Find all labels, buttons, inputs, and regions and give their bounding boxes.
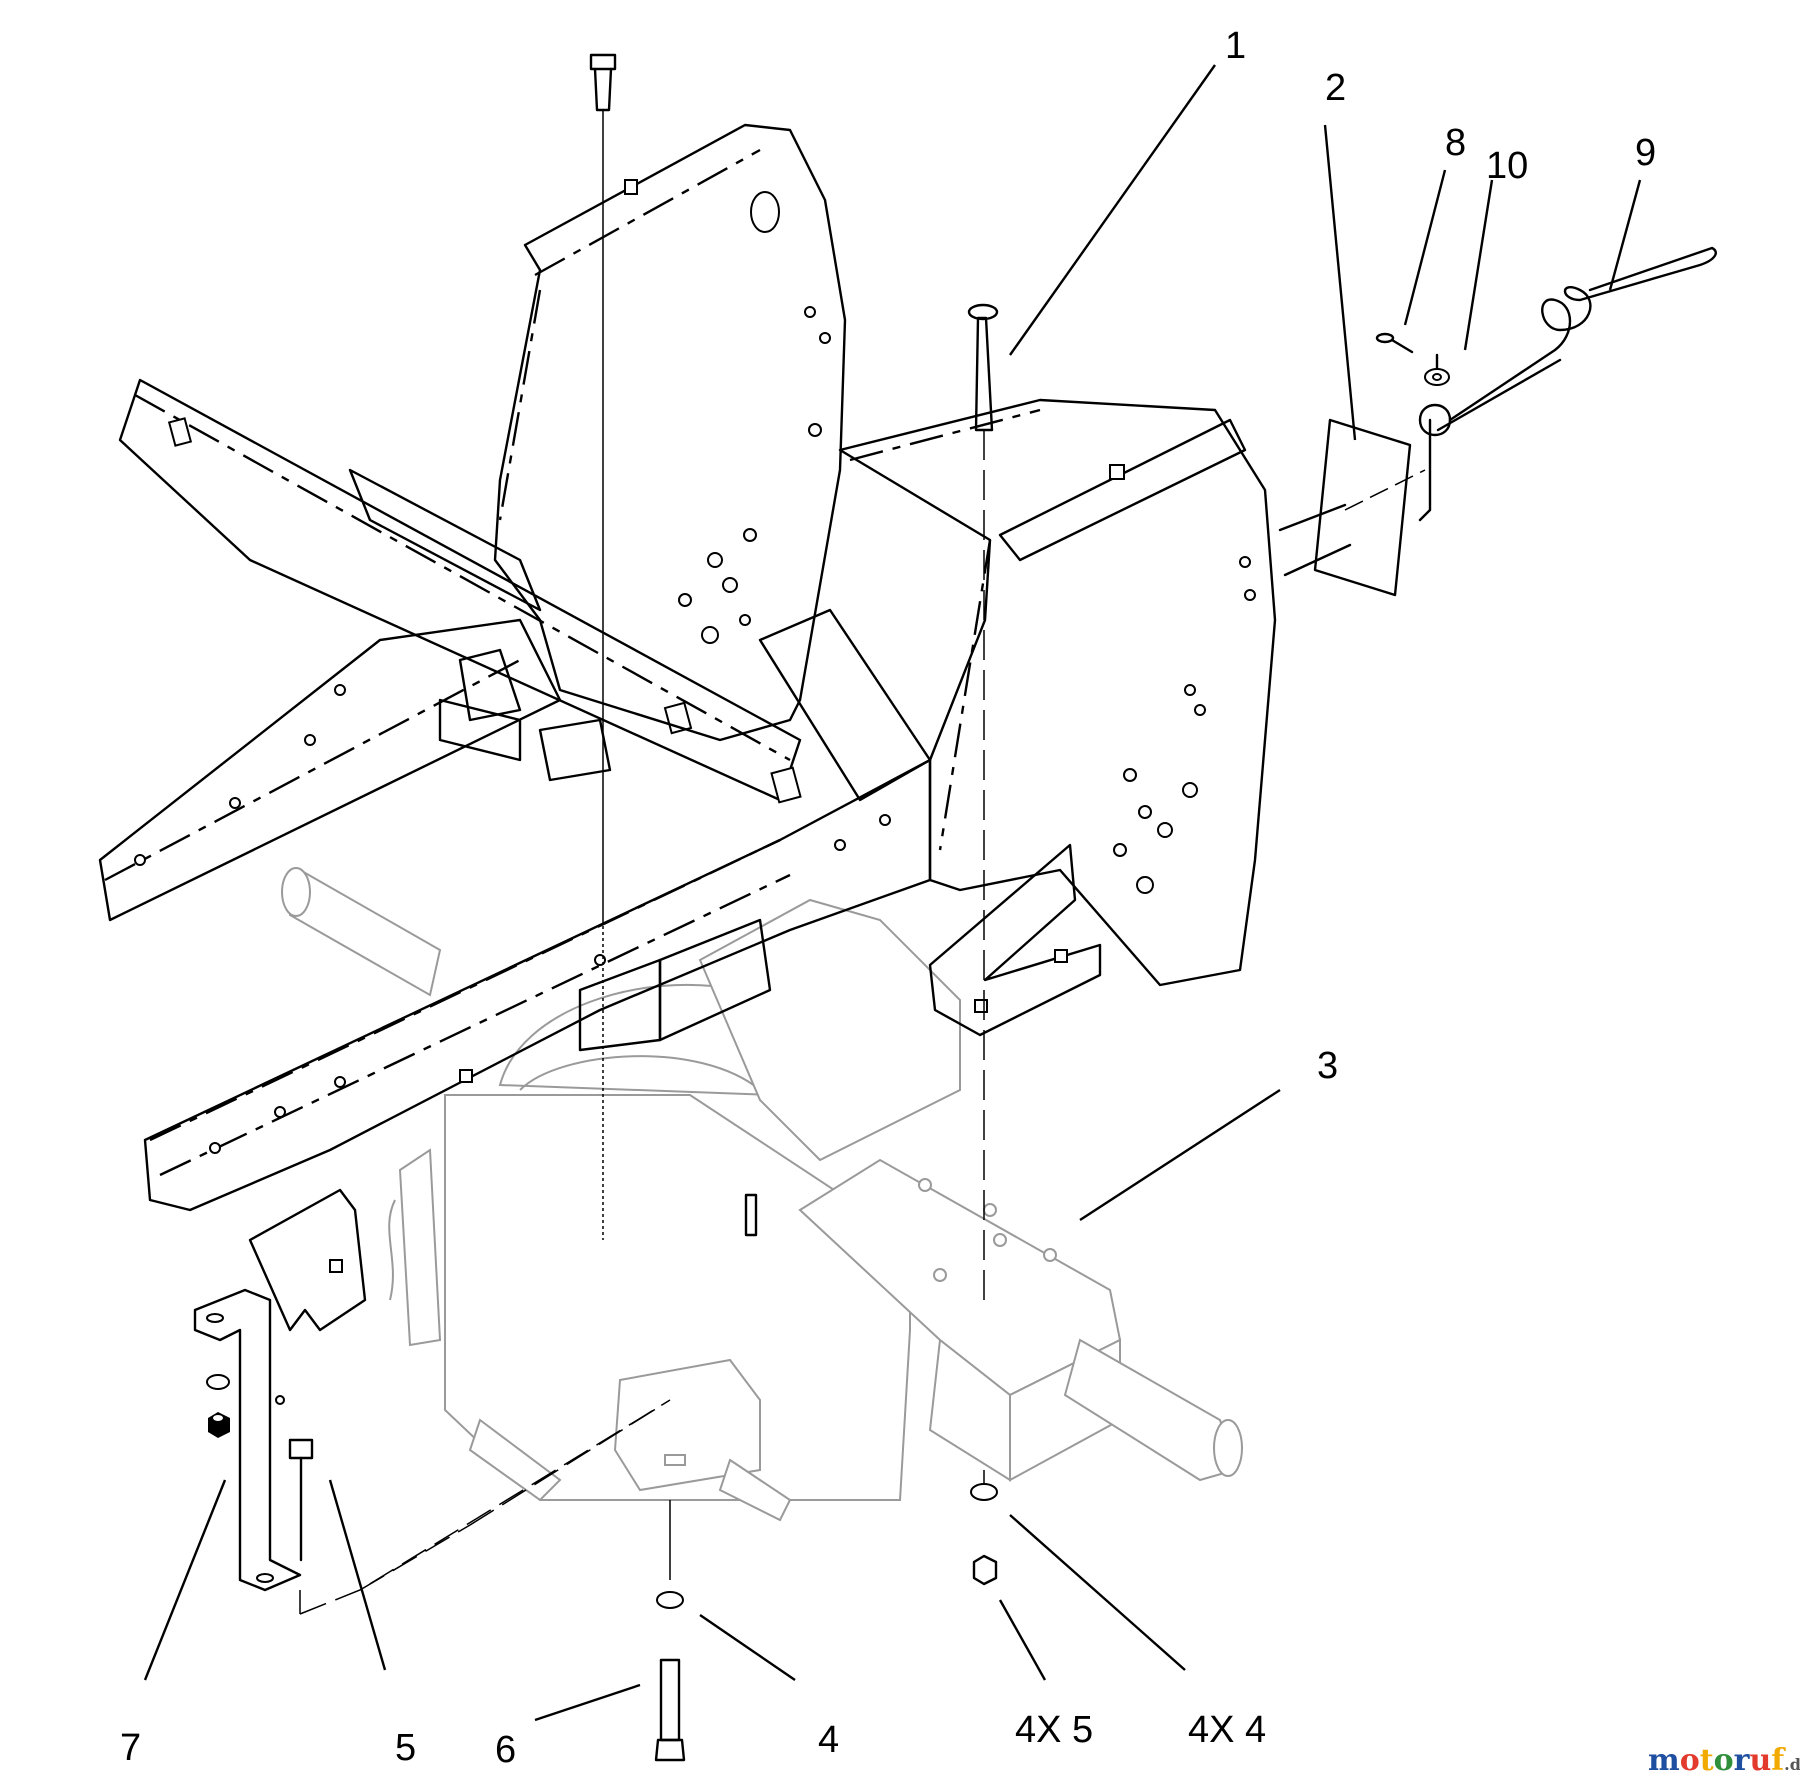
hardware-lower-center — [654, 1500, 686, 1762]
part-10-washer — [1424, 353, 1450, 386]
watermark-logo: motoruf.de — [1648, 1743, 1800, 1778]
rear-bracket — [248, 1188, 367, 1332]
callout-8: 8 — [1445, 122, 1466, 164]
frame-rail — [143, 758, 932, 1212]
callout-10: 10 — [1486, 145, 1528, 187]
part-8-cotter-pin — [1375, 332, 1414, 354]
part-2-plate — [1313, 418, 1426, 597]
part-washer-nut-left — [206, 1374, 230, 1438]
top-bolt — [589, 53, 758, 1240]
leader-lines — [143, 64, 1642, 1722]
callout-7: 7 — [120, 1727, 141, 1769]
part-1-pin — [967, 303, 999, 1310]
watermark-letter: o — [1680, 1743, 1700, 1778]
seat-support-left — [493, 123, 932, 802]
callout-4: 4 — [818, 1719, 839, 1761]
callout-3: 3 — [1317, 1045, 1338, 1087]
hardware-lower-right — [970, 1470, 998, 1586]
callout-6: 6 — [495, 1729, 516, 1771]
callout-4x5: 4X 5 — [1015, 1709, 1093, 1751]
watermark-letter: r — [1734, 1743, 1751, 1778]
part-7-bracket — [193, 1288, 302, 1592]
seat-support-right — [838, 398, 1352, 1037]
watermark-brand: motoruf — [1648, 1743, 1786, 1778]
callouts: 1 2 8 10 9 3 7 5 6 4 4X 5 4X 4 — [120, 25, 1656, 1771]
watermark-letter: u — [1749, 1743, 1771, 1778]
watermark-letter: m — [1648, 1743, 1680, 1778]
watermark-letter: o — [1714, 1743, 1734, 1778]
transaxle-assembly — [281, 867, 1243, 1522]
watermark-letter: t — [1700, 1743, 1714, 1778]
part-9-rod — [1418, 246, 1717, 522]
part-5-bolt-left — [288, 1438, 314, 1562]
callout-2: 2 — [1325, 67, 1346, 109]
callout-5: 5 — [395, 1727, 416, 1769]
watermark-letter: f — [1771, 1743, 1786, 1778]
svg-text:motoruf.de: motoruf.de — [1648, 1743, 1800, 1778]
callout-4x4: 4X 4 — [1188, 1709, 1266, 1751]
callout-1: 1 — [1225, 25, 1246, 67]
cross-member — [98, 378, 802, 922]
watermark-suffix: .de — [1784, 1755, 1800, 1774]
callout-9: 9 — [1635, 132, 1656, 174]
